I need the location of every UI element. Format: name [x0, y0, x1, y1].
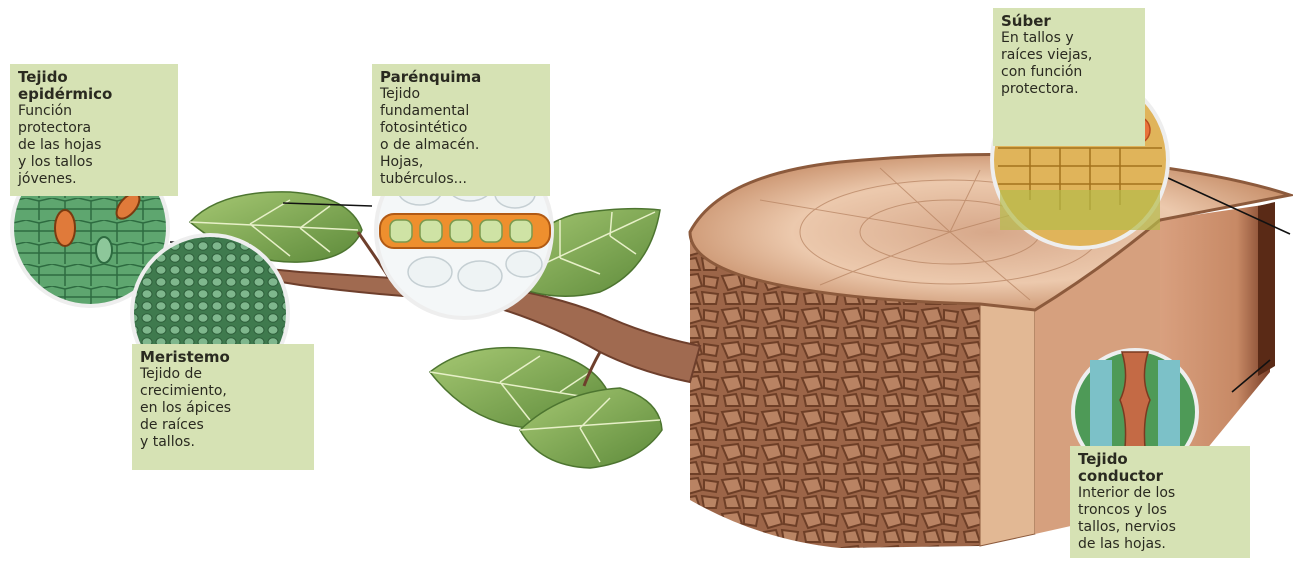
label-title: Tejido epidérmico: [18, 69, 170, 103]
label-title: Parénquima: [380, 69, 542, 86]
label-description: Función protectora de las hojas y los ta…: [18, 103, 170, 188]
label-description: Tejido de crecimiento, en los ápices de …: [140, 366, 306, 451]
label-tejido-epidermico: Tejido epidérmico Función protectora de …: [10, 64, 178, 196]
label-meristemo: Meristemo Tejido de crecimiento, en los …: [132, 344, 314, 470]
label-description: Interior de los troncos y los tallos, ne…: [1078, 485, 1242, 553]
label-suber: Súber En tallos y raíces viejas, con fun…: [993, 8, 1145, 146]
label-title: Súber: [1001, 13, 1137, 30]
label-title: Tejido conductor: [1078, 451, 1242, 485]
label-title: Meristemo: [140, 349, 306, 366]
label-description: Tejido fundamental fotosintético o de al…: [380, 86, 542, 188]
label-description: En tallos y raíces viejas, con función p…: [1001, 30, 1137, 98]
label-tejido-conductor: Tejido conductor Interior de los troncos…: [1070, 446, 1250, 558]
label-parenquima: Parénquima Tejido fundamental fotosintét…: [372, 64, 550, 196]
